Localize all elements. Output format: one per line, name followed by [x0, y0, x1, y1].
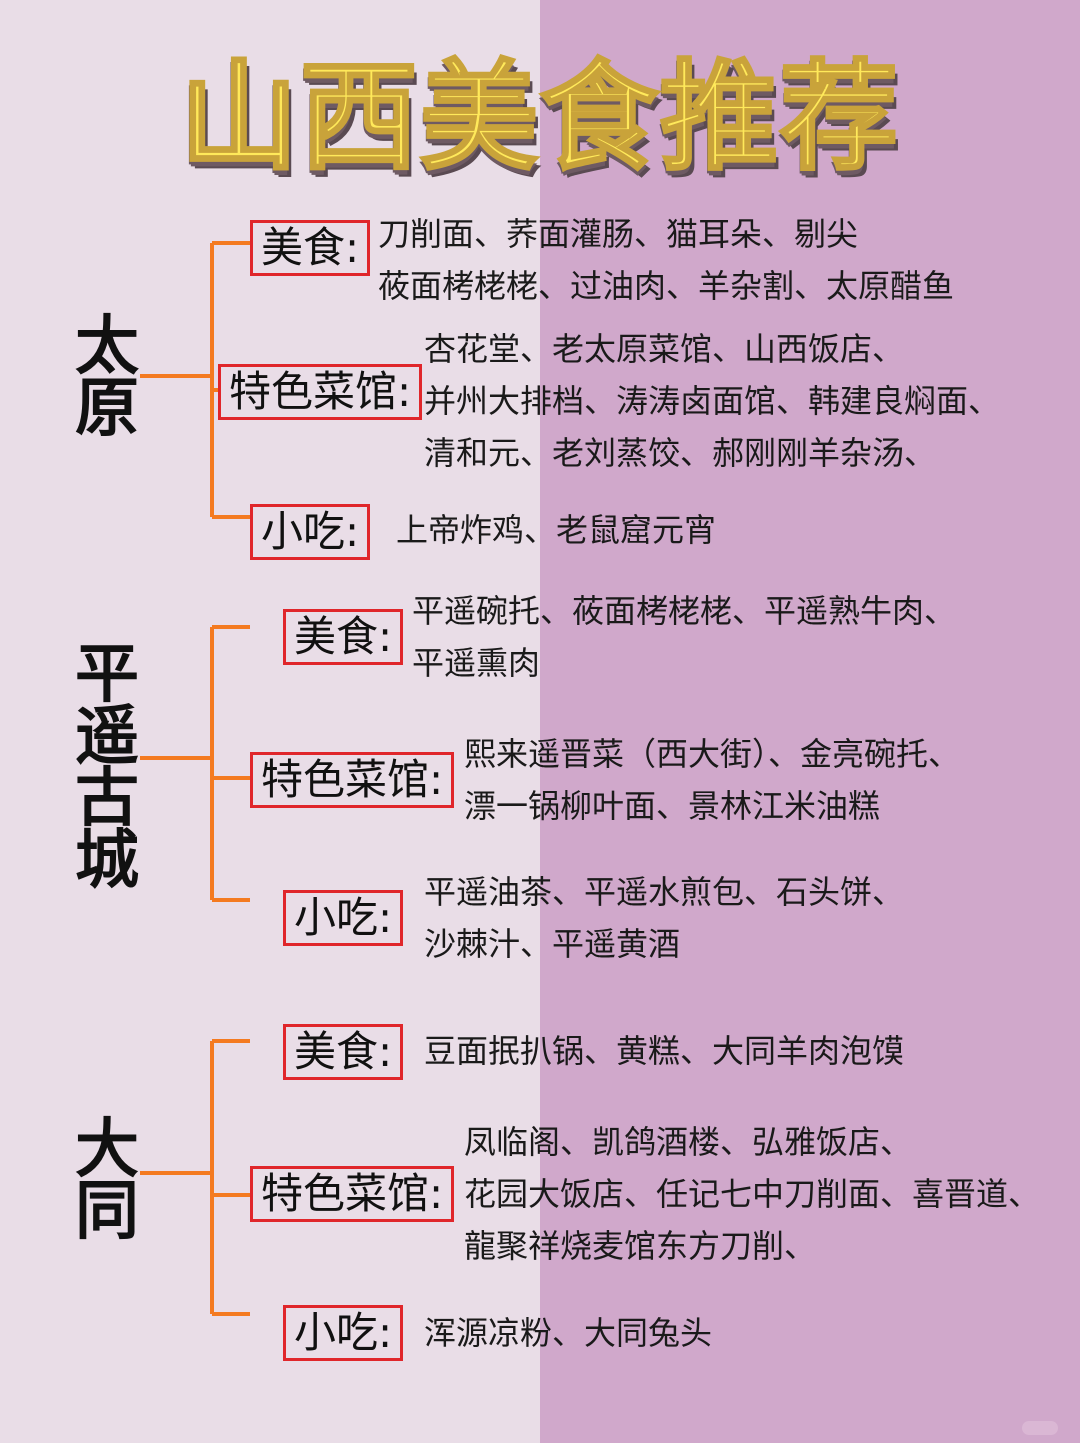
item-line: 平遥熏肉 [412, 644, 541, 682]
item-line: 清和元、老刘蒸饺、郝刚刚羊杂汤、 [424, 434, 937, 472]
category-tag-food: 美食: [250, 220, 371, 276]
item-list-restaurants: 杏花堂、老太原菜馆、山西饭店、 并州大排档、涛涛卤面馆、韩建良焖面、 清和元、老… [424, 323, 1000, 479]
category-tag-snacks: 小吃: [283, 890, 404, 946]
item-line: 浑源凉粉、大同兔头 [424, 1314, 713, 1352]
item-line: 杏花堂、老太原菜馆、山西饭店、 [424, 330, 905, 368]
item-line: 熙来遥晋菜（西大街）、金亮碗托、 [464, 735, 961, 773]
item-line: 莜面栲栳栳、过油肉、羊杂割、太原醋鱼 [378, 267, 955, 305]
item-line: 刀削面、荞面灌肠、猫耳朵、剔尖 [378, 215, 859, 253]
item-line: 沙棘汁、平遥黄酒 [424, 925, 681, 963]
item-list-snacks: 浑源凉粉、大同兔头 [424, 1307, 712, 1359]
category-tag-snacks: 小吃: [283, 1305, 404, 1361]
item-line: 凤临阁、凯鸽酒楼、弘雅饭店、 [464, 1123, 913, 1161]
category-tag-food: 美食: [283, 1024, 404, 1080]
page-title: 山西美食推荐 [178, 47, 900, 188]
category-tag-restaurants: 特色菜馆: [218, 364, 423, 420]
city-label-pingyao: 平遥古城 [75, 638, 139, 898]
watermark-badge [1022, 1421, 1058, 1435]
city-label-taiyuan: 太原 [75, 310, 139, 446]
item-list-food: 平遥碗托、莜面栲栳栳、平遥熟牛肉、 平遥熏肉 [412, 585, 956, 689]
item-list-food: 刀削面、荞面灌肠、猫耳朵、剔尖 莜面栲栳栳、过油肉、羊杂割、太原醋鱼 [378, 208, 954, 312]
item-line: 上帝炸鸡、老鼠窟元宵 [396, 511, 717, 549]
item-line: 花园大饭店、任记七中刀削面、喜晋道、 [464, 1175, 1041, 1213]
item-list-restaurants: 凤临阁、凯鸽酒楼、弘雅饭店、 花园大饭店、任记七中刀削面、喜晋道、 龍聚祥烧麦馆… [464, 1116, 1040, 1272]
item-line: 漂一锅柳叶面、景林江米油糕 [464, 787, 881, 825]
item-line: 豆面抿扒锅、黄糕、大同羊肉泡馍 [424, 1032, 905, 1070]
item-line: 平遥油茶、平遥水煎包、石头饼、 [424, 873, 905, 911]
item-line: 平遥碗托、莜面栲栳栳、平遥熟牛肉、 [412, 592, 957, 630]
category-tag-food: 美食: [283, 609, 404, 665]
city-label-datong: 大同 [75, 1113, 139, 1249]
item-list-restaurants: 熙来遥晋菜（西大街）、金亮碗托、 漂一锅柳叶面、景林江米油糕 [464, 728, 960, 832]
item-line: 并州大排档、涛涛卤面馆、韩建良焖面、 [424, 382, 1001, 420]
item-line: 龍聚祥烧麦馆东方刀削、 [464, 1227, 817, 1265]
item-list-food: 豆面抿扒锅、黄糕、大同羊肉泡馍 [424, 1025, 904, 1077]
item-list-snacks: 平遥油茶、平遥水煎包、石头饼、 沙棘汁、平遥黄酒 [424, 866, 904, 970]
category-tag-restaurants: 特色菜馆: [250, 1166, 455, 1222]
item-list-snacks: 上帝炸鸡、老鼠窟元宵 [396, 504, 716, 556]
category-tag-snacks: 小吃: [250, 504, 371, 560]
category-tag-restaurants: 特色菜馆: [250, 752, 455, 808]
